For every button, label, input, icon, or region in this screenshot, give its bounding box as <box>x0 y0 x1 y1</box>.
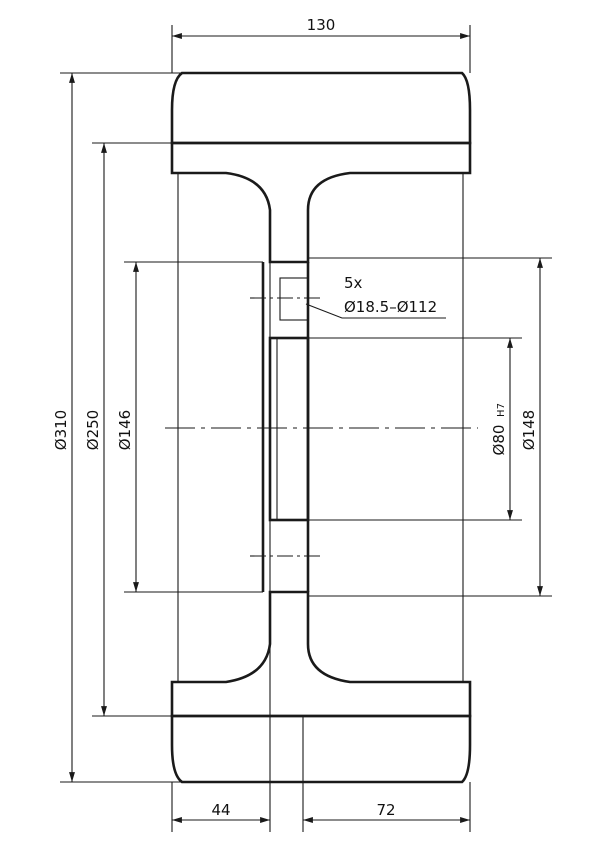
hub-section-top <box>170 141 472 264</box>
dim-d148: Ø148 <box>520 410 538 450</box>
holes-leader <box>305 303 446 319</box>
hub-section-bottom <box>170 590 472 718</box>
dim-d80: Ø80 <box>490 425 508 456</box>
dim-d146: Ø146 <box>116 410 134 450</box>
holes-spec: Ø18.5–Ø112 <box>344 298 437 316</box>
dim-width-130: 130 <box>307 16 336 34</box>
dim-d310: Ø310 <box>52 410 70 450</box>
dim-d80-tolerance: H7 <box>496 403 507 417</box>
web-upper <box>269 261 309 339</box>
tread-top <box>170 71 472 145</box>
dim-d250: Ø250 <box>84 410 102 450</box>
tread-bottom <box>170 714 472 784</box>
dim-72: 72 <box>376 801 395 819</box>
bolt-hole <box>279 277 309 321</box>
bore <box>268 336 310 522</box>
extension-lines <box>60 25 552 832</box>
holes-count: 5x <box>344 274 363 292</box>
dim-44: 44 <box>211 801 230 819</box>
